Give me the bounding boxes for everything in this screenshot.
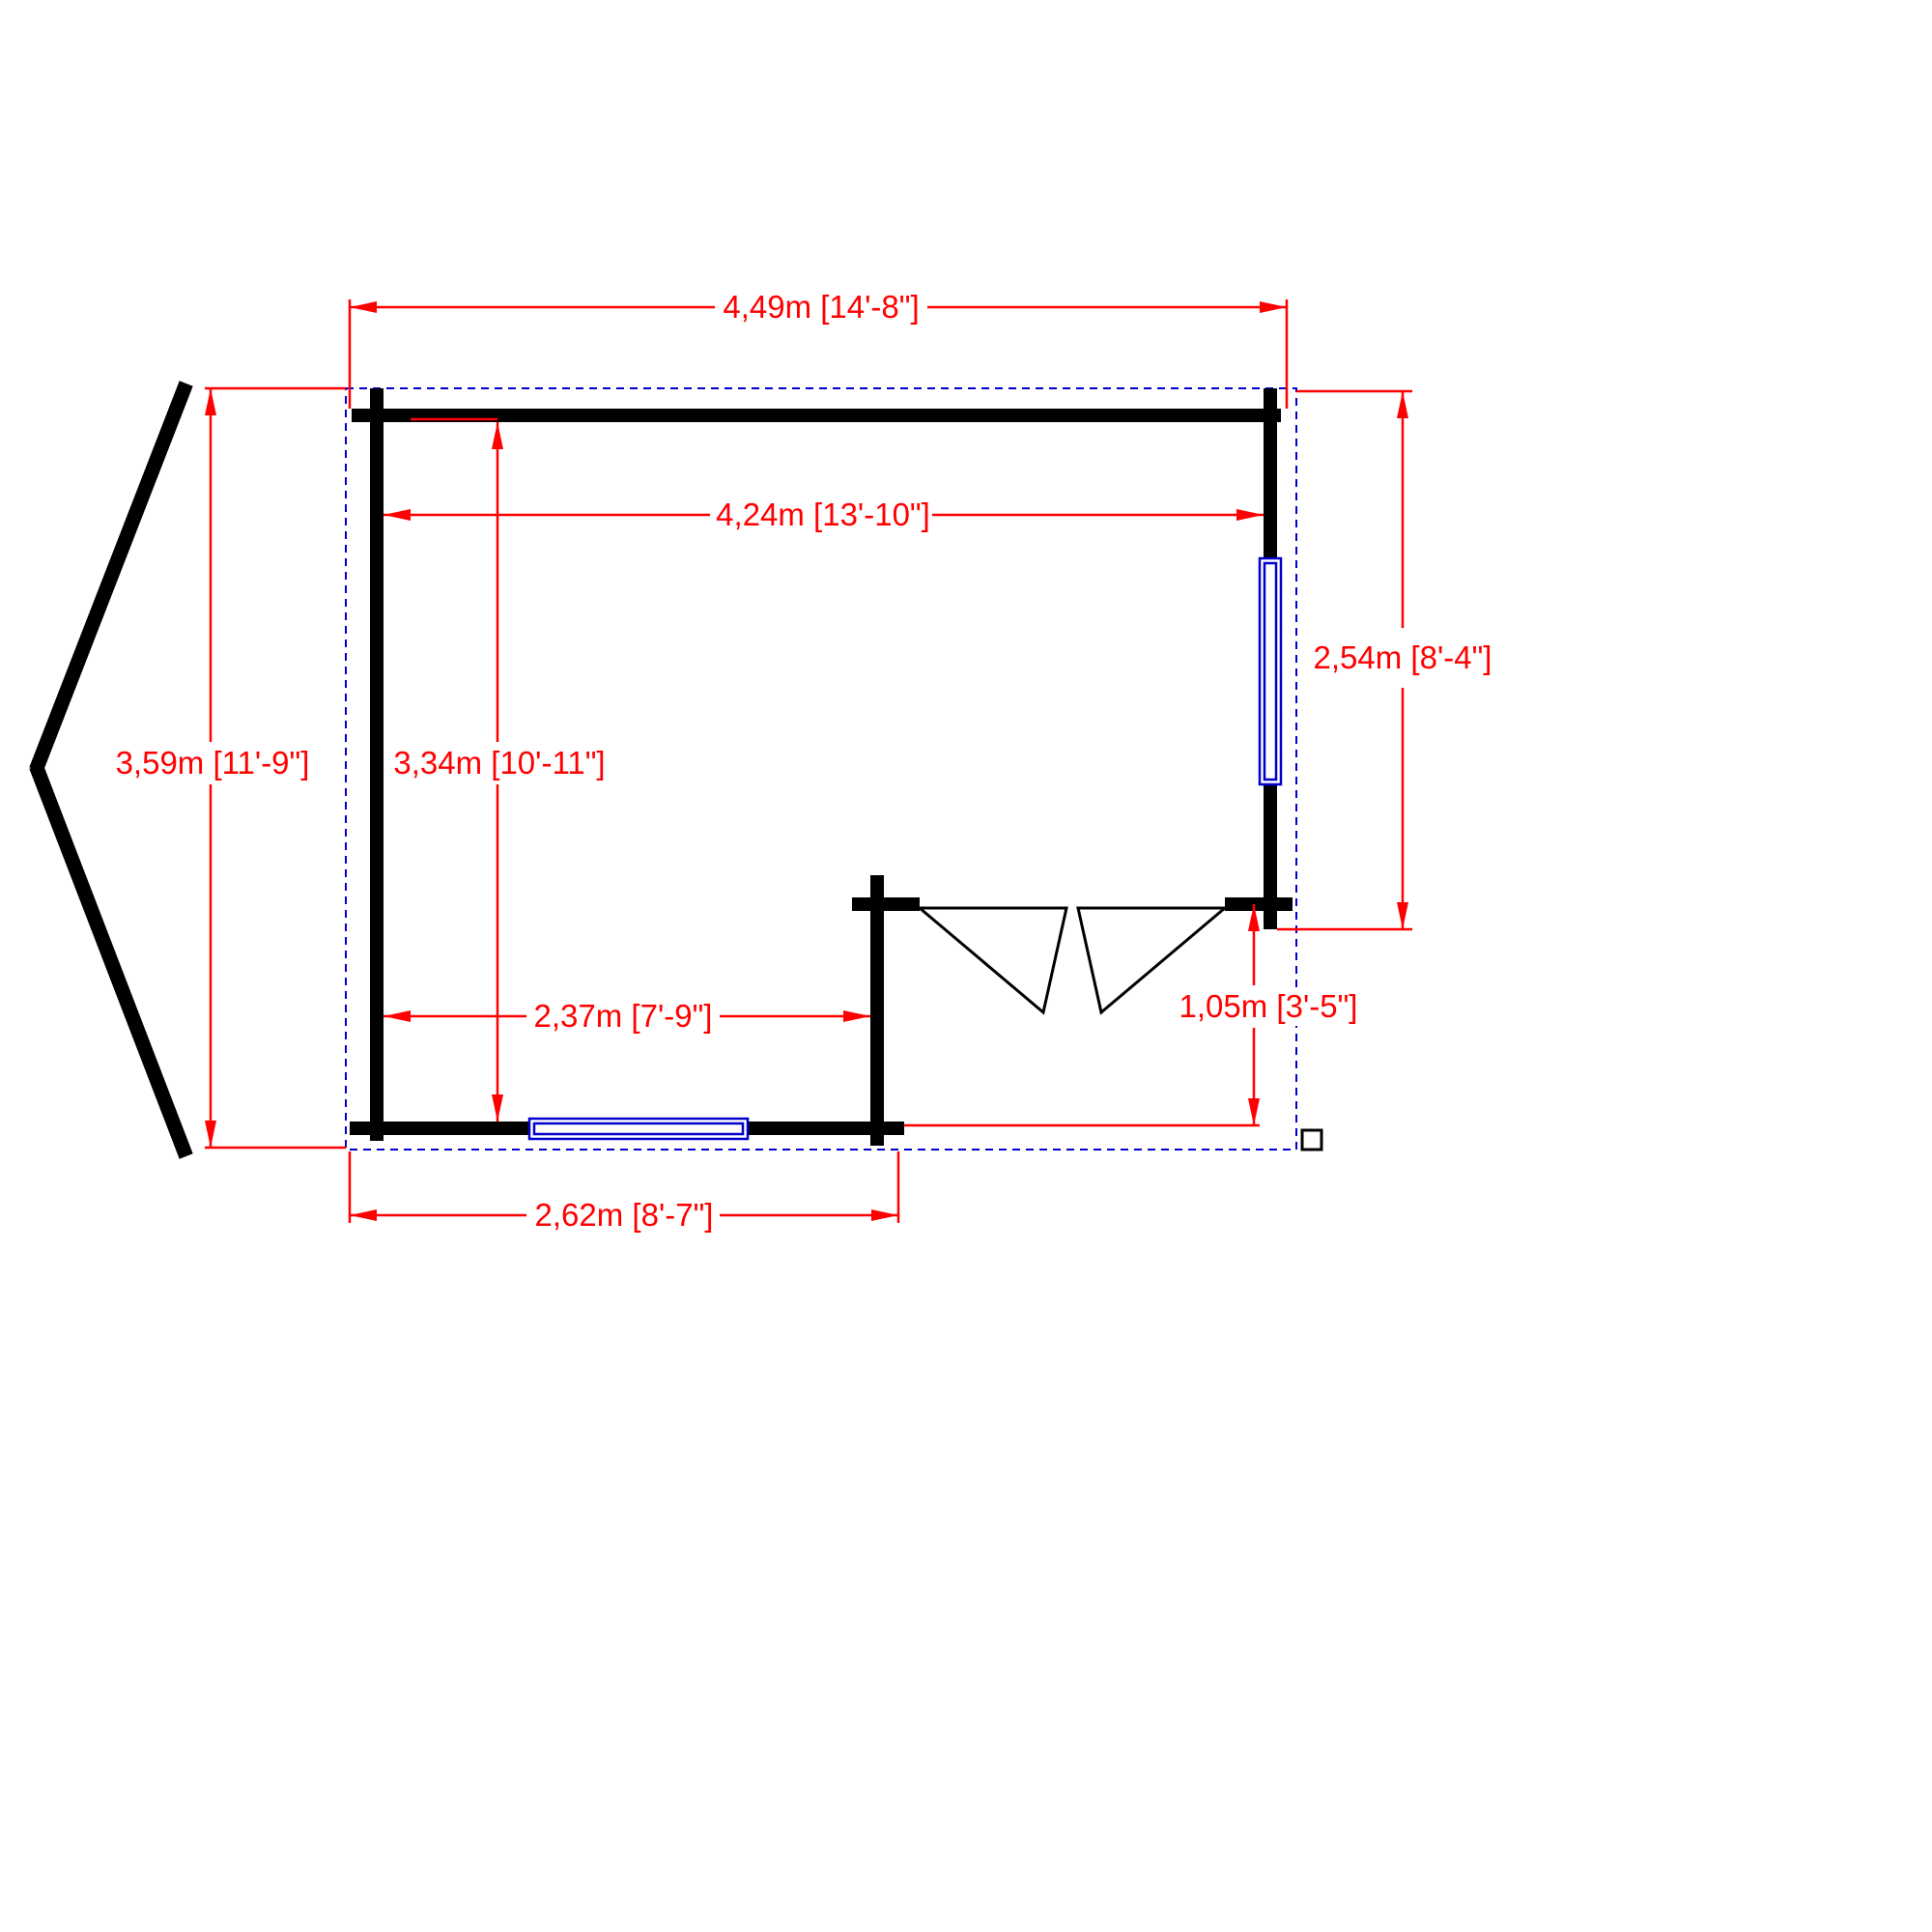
gable-line-lower xyxy=(29,763,193,1159)
gable-line-upper xyxy=(29,381,193,773)
arrowhead xyxy=(1248,1098,1260,1125)
dimension-label-veranda-width: 2,62m [8'-7"] xyxy=(535,1197,714,1233)
arrowhead xyxy=(205,388,216,415)
arrowhead xyxy=(384,1010,411,1022)
window-front xyxy=(527,1117,750,1141)
dim-overall-depth: 3,59m [11'-9"] xyxy=(116,386,346,1150)
dim-veranda-depth: 1,05m [3'-5"] xyxy=(904,904,1360,1127)
dim-interior-width: 2,37m [7'-9"] xyxy=(384,998,870,1034)
dim-side-depth: 2,54m [8'-4"] xyxy=(1277,389,1492,931)
arrowhead xyxy=(871,1209,898,1221)
arrowhead xyxy=(350,301,377,313)
veranda-post xyxy=(1300,1128,1323,1151)
dimension-label-overall-width: 4,49m [14'-8"] xyxy=(723,289,919,325)
dimension-label-overall-depth: 3,59m [11'-9"] xyxy=(116,745,310,781)
window-glazing xyxy=(532,1122,745,1136)
arrowhead xyxy=(1397,902,1408,929)
arrowhead xyxy=(205,1121,216,1148)
arrowhead xyxy=(843,1010,870,1022)
arrowhead xyxy=(384,509,411,521)
dimension-label-internal-width: 4,24m [13'-10"] xyxy=(716,497,930,532)
dim-veranda-width: 2,62m [8'-7"] xyxy=(348,1151,900,1233)
dimension-label-side-depth: 2,54m [8'-4"] xyxy=(1314,639,1492,675)
window-right xyxy=(1258,556,1283,786)
window-glazing xyxy=(1263,561,1278,781)
arrowhead xyxy=(492,422,503,449)
dim-internal-width: 4,24m [13'-10"] xyxy=(384,497,1264,532)
dimension-label-veranda-depth: 1,05m [3'-5"] xyxy=(1179,988,1358,1024)
dim-internal-depth: 3,34m [10'-11"] xyxy=(393,417,606,1122)
dimension-label-interior-width: 2,37m [7'-9"] xyxy=(534,998,713,1034)
arrowhead xyxy=(1260,301,1287,313)
dimension-label-internal-depth: 3,34m [10'-11"] xyxy=(393,745,605,781)
arrowhead xyxy=(1248,904,1260,931)
walls xyxy=(350,388,1293,1146)
door-leaf-right xyxy=(1076,906,1230,1015)
arrowhead xyxy=(1236,509,1264,521)
roof-overhang-outline xyxy=(345,387,1297,1151)
arrowhead xyxy=(492,1094,503,1122)
arrowhead xyxy=(350,1209,377,1221)
dim-overall-width: 4,49m [14'-8"] xyxy=(348,289,1289,409)
arrowhead xyxy=(1397,391,1408,418)
label-background xyxy=(1177,989,1360,1026)
double-door xyxy=(915,906,1230,1015)
gable-direction-indicator xyxy=(29,381,193,1159)
door-leaf-left xyxy=(915,906,1068,1015)
